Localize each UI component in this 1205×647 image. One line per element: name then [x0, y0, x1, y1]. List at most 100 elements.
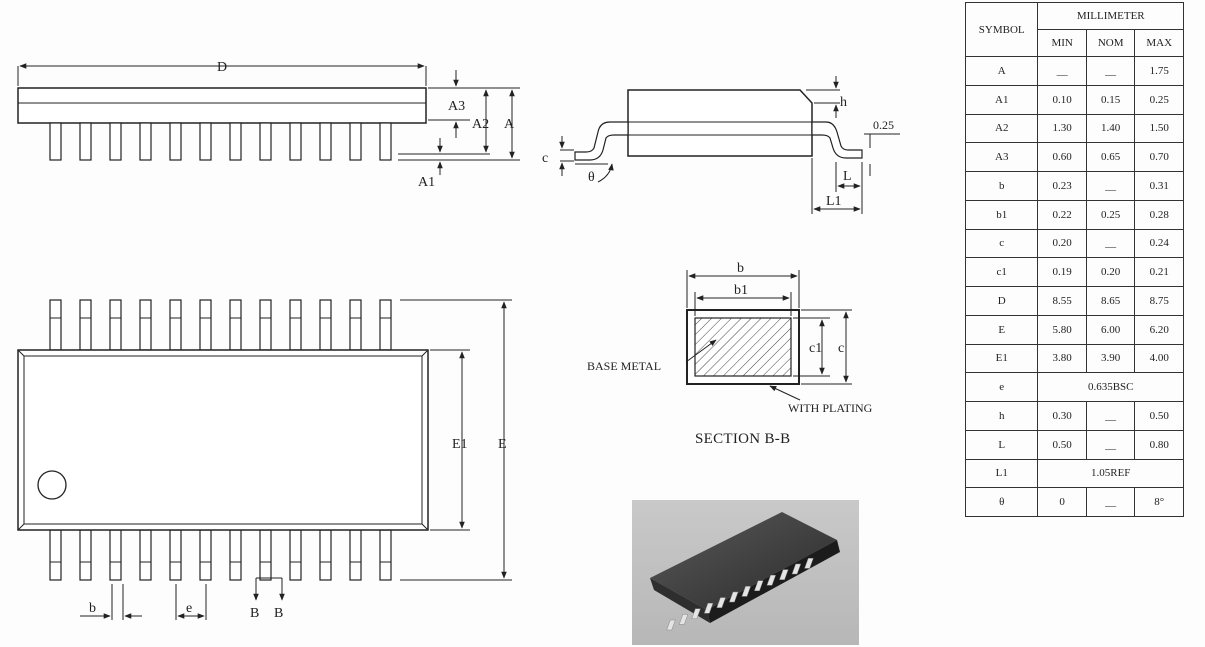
front-lead — [259, 122, 272, 161]
cell-min: 0.19 — [1037, 257, 1087, 287]
cell-nom: __ — [1085, 429, 1136, 460]
photo-pins — [666, 558, 814, 631]
cell-span: 0.635BSC — [1037, 372, 1184, 402]
label-c-sec: c — [838, 341, 844, 356]
side-view: h 0.25 c θ L L1 — [542, 76, 900, 214]
cell-symbol: c1 — [964, 257, 1039, 287]
front-lead — [379, 122, 392, 161]
cell-nom: 0.25 — [1085, 199, 1136, 230]
header-max: MAX — [1134, 29, 1184, 57]
label-c-side: c — [542, 151, 548, 166]
cell-symbol: e — [964, 372, 1039, 402]
cell-max: 0.24 — [1134, 228, 1184, 259]
pin1-marker — [37, 470, 67, 500]
top-lead-upper — [319, 299, 332, 351]
label-B-right: B — [274, 606, 283, 621]
cell-max: 6.20 — [1134, 314, 1184, 345]
photo-pin — [716, 597, 726, 608]
cell-min: 0.30 — [1037, 401, 1087, 431]
section-b-b: b b1 c1 c BASE METAL WITH PLATING SECTIO… — [587, 261, 873, 447]
label-E1: E1 — [452, 437, 468, 452]
header-unit: MILLIMETER — [1037, 2, 1184, 30]
label-A3: A3 — [448, 99, 465, 114]
top-view: E1 E b e B B — [17, 299, 512, 621]
cell-max: 0.80 — [1134, 429, 1184, 460]
label-b1: b1 — [734, 283, 748, 298]
cell-symbol: A2 — [964, 113, 1039, 144]
cell-symbol: D — [964, 286, 1039, 316]
cell-min: 0.20 — [1037, 228, 1087, 259]
cell-nom: 0.20 — [1085, 257, 1136, 287]
label-with-plating: WITH PLATING — [788, 401, 873, 415]
base-metal — [694, 317, 792, 377]
top-lead-lower — [109, 529, 122, 581]
front-lead — [169, 122, 182, 161]
cell-min: 0 — [1037, 487, 1087, 517]
cell-nom: __ — [1085, 228, 1136, 259]
top-lead-upper — [199, 299, 212, 351]
chip-photo — [632, 500, 859, 645]
top-lead-lower — [139, 529, 152, 581]
cell-nom: 0.65 — [1085, 142, 1136, 172]
top-lead-upper — [79, 299, 92, 351]
top-lead-lower — [79, 529, 92, 581]
cell-nom: 3.90 — [1085, 343, 1136, 374]
photo-pin — [703, 602, 714, 614]
front-lead — [349, 122, 362, 161]
top-lead-upper — [259, 299, 272, 351]
cell-symbol: h — [964, 401, 1039, 431]
cell-min: 5.80 — [1037, 314, 1087, 345]
chip-photo-graphic — [650, 512, 840, 631]
cell-max: 0.31 — [1134, 171, 1184, 201]
cell-symbol: L — [964, 429, 1039, 460]
top-lead-lower — [259, 529, 272, 581]
cell-max: 4.00 — [1134, 343, 1184, 374]
header-min: MIN — [1037, 29, 1087, 57]
top-lead-upper — [229, 299, 242, 351]
cell-min: 0.50 — [1037, 429, 1087, 460]
cell-max: 8.75 — [1134, 286, 1184, 316]
cell-symbol: L1 — [964, 458, 1039, 489]
cell-min: 0.23 — [1037, 171, 1087, 201]
photo-pin — [804, 558, 814, 569]
label-A1: A1 — [418, 175, 435, 190]
cell-max: 0.25 — [1134, 84, 1184, 115]
top-lead-upper — [379, 299, 392, 351]
photo-pin — [741, 586, 751, 597]
cell-min: 1.30 — [1037, 113, 1087, 144]
cell-nom: __ — [1085, 56, 1136, 86]
label-A2: A2 — [472, 117, 489, 132]
photo-pin — [766, 574, 776, 586]
package-body-top — [17, 349, 429, 531]
top-leads — [49, 299, 392, 581]
front-lead — [79, 122, 92, 161]
label-theta: θ — [588, 170, 595, 185]
header-symbol: SYMBOL — [964, 2, 1039, 57]
label-A: A — [504, 117, 515, 132]
photo-pin — [754, 580, 764, 592]
label-b-top: b — [89, 601, 96, 616]
front-lead — [199, 122, 212, 161]
cell-max: 1.75 — [1134, 56, 1184, 86]
photo-pin — [678, 614, 689, 625]
label-b-sec: b — [737, 261, 744, 276]
label-L: L — [843, 169, 852, 184]
label-h: h — [840, 95, 847, 110]
top-lead-lower — [49, 529, 62, 581]
top-lead-lower — [199, 529, 212, 581]
front-lead — [289, 122, 302, 161]
side-lead-left — [574, 121, 629, 161]
top-lead-lower — [379, 529, 392, 581]
top-lead-upper — [349, 299, 362, 351]
cell-nom: __ — [1085, 171, 1136, 201]
cell-symbol: E — [964, 314, 1039, 345]
top-lead-lower — [289, 529, 302, 581]
cell-symbol: A3 — [964, 142, 1039, 172]
